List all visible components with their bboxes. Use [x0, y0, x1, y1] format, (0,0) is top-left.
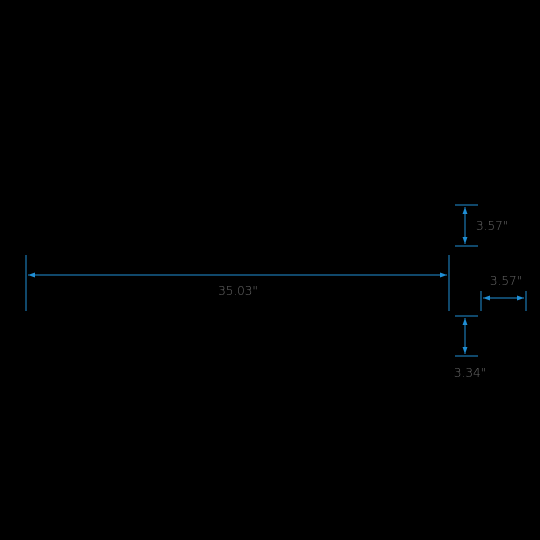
side-depth-label: 3.57" — [490, 274, 522, 288]
top-gap-label: 3.57" — [476, 219, 508, 233]
length-label: 35.03" — [218, 284, 258, 298]
side-depth-dimension: 3.57" — [480, 274, 527, 311]
bottom-gap-label: 3.34" — [454, 366, 486, 380]
length-dimension: 35.03" — [25, 255, 450, 311]
bottom-gap-dimension: 3.34" — [454, 315, 486, 380]
top-gap-dimension: 3.57" — [455, 204, 508, 247]
